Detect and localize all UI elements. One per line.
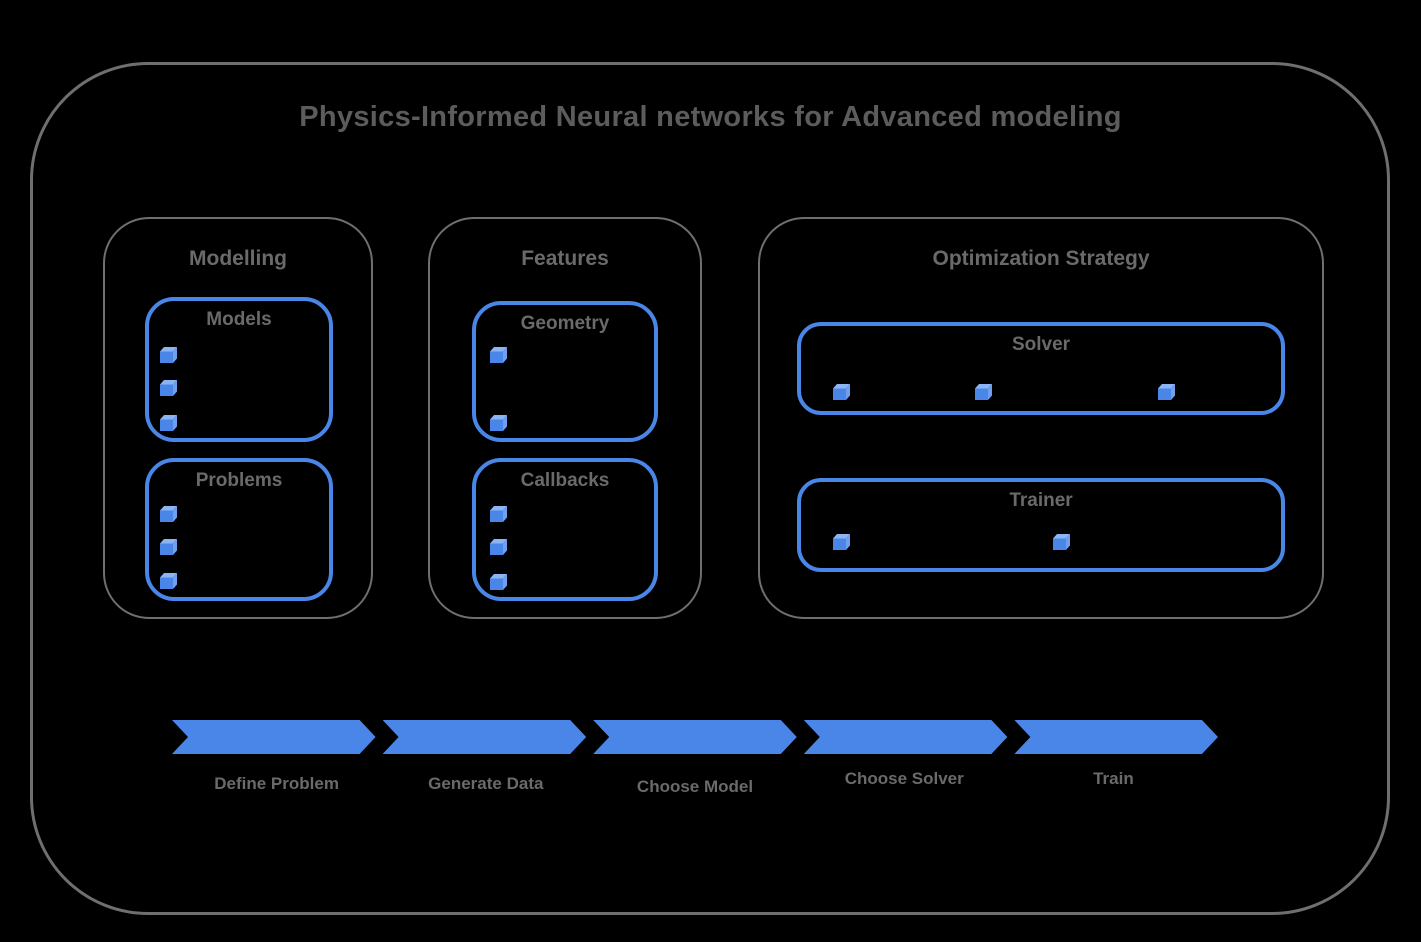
chevron-arrow-2 <box>383 720 587 754</box>
geometry-bullet-list <box>476 305 654 438</box>
section-modelling-title: Modelling <box>189 247 287 270</box>
section-features: Features Geometry Callbacks <box>428 217 702 619</box>
callbacks-bullet-list <box>476 462 654 597</box>
chevron-arrow-3 <box>593 720 797 754</box>
cube-icon <box>490 415 507 431</box>
pipeline-step-5-label: Train <box>1093 769 1134 788</box>
pipeline-step-4-label: Choose Solver <box>844 769 964 788</box>
section-optimization-strategy: Optimization Strategy Solver Trainer <box>758 217 1324 619</box>
trainer-box: Trainer <box>797 478 1285 572</box>
problems-bullet-list <box>149 462 329 597</box>
cube-icon <box>833 384 850 400</box>
cube-icon <box>160 573 177 589</box>
chevron-arrow-4 <box>804 720 1008 754</box>
cube-icon <box>490 539 507 555</box>
cube-icon <box>490 506 507 522</box>
problems-box-title: Problems <box>195 470 283 491</box>
solver-box: Solver <box>797 322 1285 415</box>
cube-icon <box>490 574 507 590</box>
cube-icon <box>833 534 850 550</box>
cube-icon <box>1053 534 1070 550</box>
pipeline-step-labels: Define Problem Generate Data Choose Mode… <box>172 769 1218 796</box>
cube-icon <box>975 384 992 400</box>
cube-icon <box>160 415 177 431</box>
geometry-box-title: Geometry <box>520 313 610 334</box>
page-title: Physics-Informed Neural networks for Adv… <box>299 101 1122 133</box>
problems-box: Problems <box>145 458 333 601</box>
callbacks-box-title: Callbacks <box>520 470 610 491</box>
solver-bullet-list <box>801 326 1281 411</box>
models-box: Models <box>145 297 333 442</box>
cube-icon <box>1158 384 1175 400</box>
diagram-container <box>30 62 1390 915</box>
models-box-title: Models <box>206 309 272 330</box>
cube-icon <box>160 539 177 555</box>
solver-box-title: Solver <box>1011 334 1071 355</box>
pipeline-arrows <box>172 720 1218 754</box>
cube-icon <box>490 347 507 363</box>
cube-icon <box>160 380 177 396</box>
geometry-box: Geometry <box>472 301 658 442</box>
cube-icon <box>160 347 177 363</box>
cube-icon <box>160 506 177 522</box>
pipeline-step-2-label: Generate Data <box>428 774 544 793</box>
pipeline-step-3-label: Choose Model <box>636 777 754 796</box>
trainer-bullet-list <box>801 482 1281 568</box>
section-optimization-strategy-title: Optimization Strategy <box>932 247 1150 270</box>
section-modelling: Modelling Models Problems <box>103 217 373 619</box>
pipeline-step-1-label: Define Problem <box>214 774 339 793</box>
callbacks-box: Callbacks <box>472 458 658 601</box>
section-features-title: Features <box>521 247 609 270</box>
models-bullet-list <box>149 301 329 438</box>
chevron-arrow-5 <box>1014 720 1218 754</box>
chevron-arrow-1 <box>172 720 376 754</box>
trainer-box-title: Trainer <box>1009 490 1073 511</box>
